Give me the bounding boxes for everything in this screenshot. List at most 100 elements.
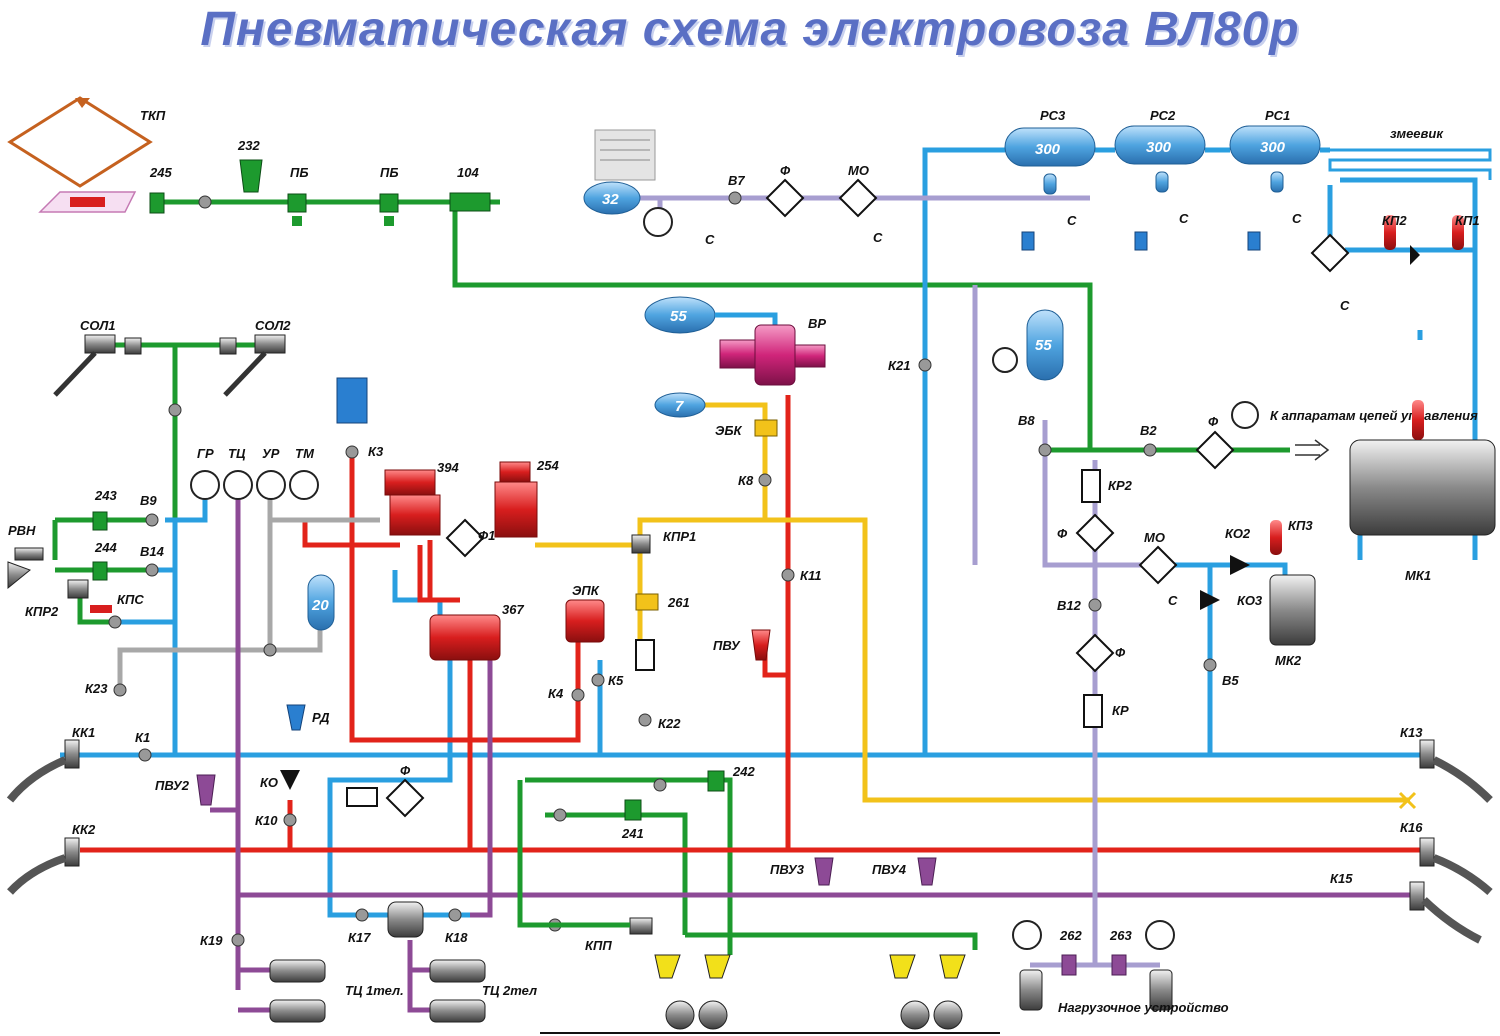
cock-k22[interactable] bbox=[638, 713, 652, 727]
pipes-gray bbox=[117, 490, 380, 690]
cock-b14[interactable] bbox=[145, 563, 159, 577]
pvu bbox=[751, 629, 771, 661]
cock-241[interactable] bbox=[553, 808, 567, 822]
label-vr: ВР bbox=[808, 316, 826, 331]
cock-k8[interactable] bbox=[758, 473, 772, 487]
valve-kr-261 bbox=[635, 639, 655, 671]
cock-k4[interactable] bbox=[571, 688, 585, 702]
label-k13: К13 bbox=[1400, 725, 1423, 740]
filter-low bbox=[385, 778, 425, 818]
valve-kpp bbox=[629, 917, 653, 935]
cock-k17[interactable] bbox=[355, 908, 369, 922]
valve-245[interactable] bbox=[149, 192, 165, 214]
cock-k11[interactable] bbox=[781, 568, 795, 582]
filter-top bbox=[765, 178, 805, 218]
label-k10: К10 bbox=[255, 813, 278, 828]
cock-k19[interactable] bbox=[231, 933, 245, 947]
valve-243[interactable] bbox=[92, 511, 108, 531]
tank-55b bbox=[1026, 309, 1064, 381]
cock-b7[interactable] bbox=[728, 191, 742, 205]
label-b2: В2 bbox=[1140, 423, 1157, 438]
valve-263[interactable] bbox=[1111, 954, 1127, 976]
valve-kpr2 bbox=[67, 579, 89, 599]
label-232: 232 bbox=[237, 138, 260, 153]
cock-k21[interactable] bbox=[918, 358, 932, 372]
label-261: 261 bbox=[667, 595, 690, 610]
label-244: 244 bbox=[94, 540, 117, 555]
valve-kr bbox=[1083, 694, 1103, 728]
label-262: 262 bbox=[1059, 928, 1082, 943]
moisture-separator-mid bbox=[1138, 545, 1178, 585]
label-mk1: МК1 bbox=[1405, 568, 1431, 583]
cock-top-1[interactable] bbox=[198, 195, 212, 209]
label-to-apparatus: К аппаратам цепей управления bbox=[1270, 408, 1478, 423]
cock-k10[interactable] bbox=[283, 813, 297, 827]
tank-32 bbox=[583, 181, 641, 215]
safety-valve-kp2 bbox=[1384, 215, 1396, 250]
label-367: 367 bbox=[502, 602, 524, 617]
cock-k3[interactable] bbox=[345, 445, 359, 459]
end-cock-k16[interactable] bbox=[1419, 837, 1493, 896]
end-cock-k15[interactable] bbox=[1409, 881, 1482, 944]
cock-k23[interactable] bbox=[113, 683, 127, 697]
valve-262[interactable] bbox=[1061, 954, 1077, 976]
label-sol1: СОЛ1 bbox=[80, 318, 116, 333]
check-valve-right bbox=[1410, 245, 1420, 265]
sandbox-sol1 bbox=[53, 334, 142, 397]
label-k19: К19 bbox=[200, 933, 223, 948]
label-kpp: КПП bbox=[585, 938, 612, 953]
gauge-263 bbox=[1145, 920, 1175, 950]
cock-b12[interactable] bbox=[1088, 598, 1102, 612]
cock-242[interactable] bbox=[653, 778, 667, 792]
cock-kps[interactable] bbox=[108, 615, 122, 629]
valve-241[interactable] bbox=[624, 799, 642, 821]
tank-7 bbox=[654, 392, 706, 418]
label-k21: К21 bbox=[888, 358, 910, 373]
label-f1: Ф1 bbox=[478, 528, 495, 543]
valve-244[interactable] bbox=[92, 561, 108, 581]
brake-cylinders-1 bbox=[269, 959, 326, 1023]
end-cock-kk1[interactable] bbox=[6, 739, 80, 803]
end-cock-kk2[interactable] bbox=[7, 837, 80, 895]
vol-rs3: 300 bbox=[1035, 141, 1061, 158]
tank-20-label: 20 bbox=[311, 597, 329, 614]
safety-valve-kp1 bbox=[1452, 215, 1464, 250]
drain-valves-rs bbox=[1021, 231, 1261, 251]
valve-261[interactable] bbox=[635, 593, 659, 611]
device-104 bbox=[449, 192, 491, 212]
gauge-top bbox=[643, 207, 673, 237]
cock-sol[interactable] bbox=[168, 403, 182, 417]
cock-k18[interactable] bbox=[448, 908, 462, 922]
label-f-top: Ф bbox=[780, 163, 791, 178]
moisture-separator-top bbox=[838, 178, 878, 218]
label-pb1: ПБ bbox=[290, 165, 309, 180]
valve-kps[interactable] bbox=[90, 605, 112, 613]
gauge-262 bbox=[1012, 920, 1042, 950]
pipes-red bbox=[80, 395, 1420, 853]
driver-valve-254 bbox=[494, 461, 538, 538]
label-k11: К11 bbox=[800, 568, 822, 583]
label-f-low: Ф bbox=[400, 763, 411, 778]
pvu2 bbox=[196, 774, 216, 806]
valve-ebk[interactable] bbox=[754, 419, 778, 437]
cock-20[interactable] bbox=[263, 643, 277, 657]
cock-k1[interactable] bbox=[138, 748, 152, 762]
label-kk1: КК1 bbox=[72, 725, 95, 740]
label-kr2: КР2 bbox=[1108, 478, 1133, 493]
cock-b8[interactable] bbox=[1038, 443, 1052, 457]
cock-b5[interactable] bbox=[1203, 658, 1217, 672]
cock-b9[interactable] bbox=[145, 513, 159, 527]
vol-rs2: 300 bbox=[1146, 139, 1172, 156]
brake-cylinders-2 bbox=[429, 959, 486, 1023]
label-b8: В8 bbox=[1018, 413, 1035, 428]
label-kps: КПС bbox=[117, 592, 144, 607]
valve-242[interactable] bbox=[707, 770, 725, 792]
speedometer-k3 bbox=[336, 377, 368, 424]
filter-mid bbox=[1075, 513, 1115, 553]
compressor-mk2 bbox=[1269, 574, 1316, 646]
end-cock-k13[interactable] bbox=[1419, 739, 1493, 803]
cock-b2[interactable] bbox=[1143, 443, 1157, 457]
safety-valve-kp3 bbox=[1270, 520, 1282, 555]
vol-rs1: 300 bbox=[1260, 139, 1286, 156]
cock-k5[interactable] bbox=[591, 673, 605, 687]
